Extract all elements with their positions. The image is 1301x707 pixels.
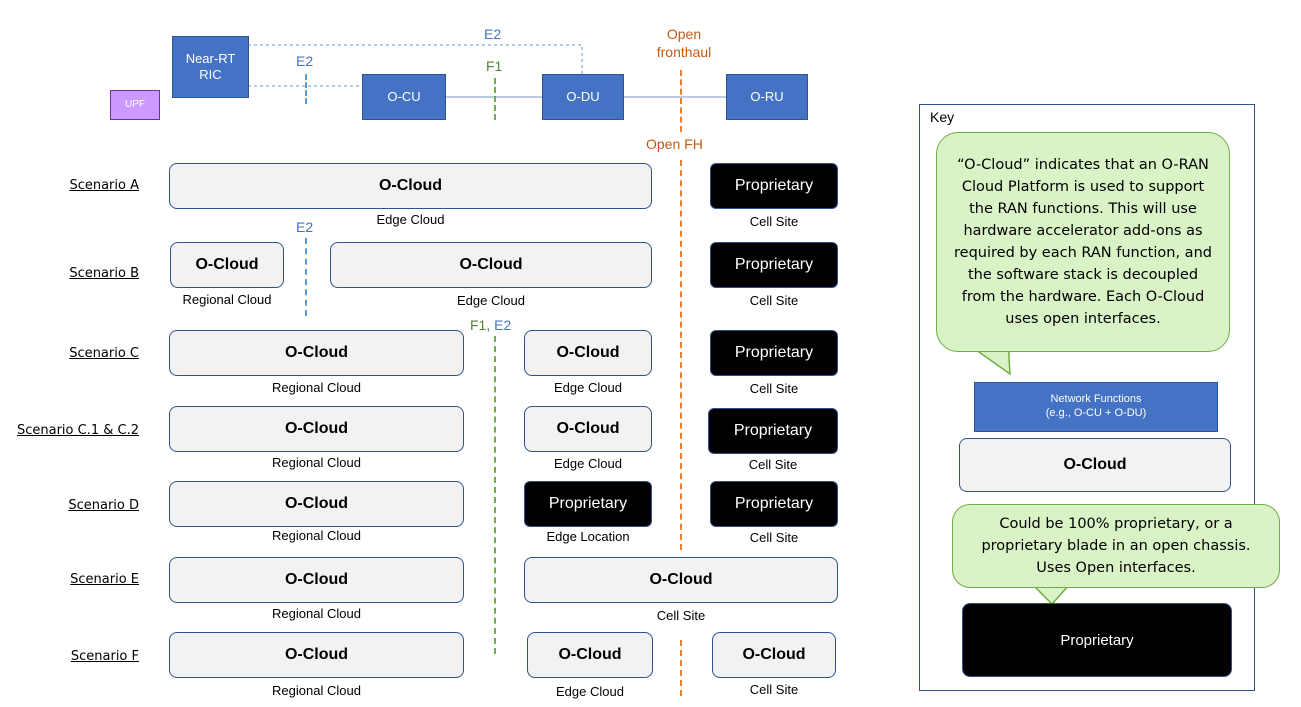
key-callout-o-cloud: “O-Cloud” indicates that an O-RAN Cloud … xyxy=(936,132,1230,352)
scenario-e-cell-site-label: Cell Site xyxy=(656,608,706,623)
o-cu-box: O-CU xyxy=(362,74,446,120)
fronthaul-top-divider xyxy=(680,70,682,132)
scenario-f-regional-o-cloud: O-Cloud xyxy=(169,632,464,678)
scenario-c-edge-cloud-label: Edge Cloud xyxy=(554,380,622,395)
scenario-c12-regional-cloud-label: Regional Cloud xyxy=(272,455,361,470)
scenario-e-regional-o-cloud: O-Cloud xyxy=(169,557,464,603)
o-du-label: O-DU xyxy=(566,88,600,104)
scenario-f-edge-o-cloud: O-Cloud xyxy=(527,632,653,678)
open-fronthaul-label: Open fronthaul xyxy=(656,26,712,60)
scenario-b-edge-cloud-label: Edge Cloud xyxy=(457,293,525,308)
scenario-f-label: Scenario F xyxy=(70,649,139,664)
f1-e2-label: F1, E2 xyxy=(470,317,512,333)
open-fh-label: Open FH xyxy=(646,136,703,152)
o-ru-label: O-RU xyxy=(750,88,784,104)
o-ru-box: O-RU xyxy=(726,74,808,120)
scenario-d-edge-location-label: Edge Location xyxy=(546,529,630,544)
scenario-c12-edge-cloud-label: Edge Cloud xyxy=(554,456,622,471)
scenario-c-regional-o-cloud: O-Cloud xyxy=(169,330,464,376)
e2-mid-divider xyxy=(305,238,307,316)
scenario-a-label: Scenario A xyxy=(69,178,139,193)
e2-left-divider xyxy=(305,74,307,104)
near-rt-ric-box: Near-RT RIC xyxy=(172,36,249,98)
key-network-functions-example: (e.g., O-CU + O-DU) xyxy=(1045,407,1147,419)
o-du-box: O-DU xyxy=(542,74,624,120)
e2-mid-label: E2 xyxy=(296,219,314,235)
scenario-c-label: Scenario C xyxy=(69,346,139,361)
scenario-d-regional-cloud-label: Regional Cloud xyxy=(272,528,361,543)
scenario-a-edge-cloud-label: Edge Cloud xyxy=(376,212,445,227)
scenario-a-cell-site-label: Cell Site xyxy=(749,214,799,229)
key-callout-o-cloud-text: “O-Cloud” indicates that an O-RAN Cloud … xyxy=(954,157,1212,327)
scenario-b-regional-cloud-label: Regional Cloud xyxy=(182,292,272,307)
scenario-c-proprietary: Proprietary xyxy=(710,330,838,376)
scenario-a-o-cloud: O-Cloud xyxy=(169,163,652,209)
key-network-functions-box: Network Functions (e.g., O-CU + O-DU) xyxy=(974,382,1218,432)
o-cu-label: O-CU xyxy=(387,88,421,104)
scenario-b-cell-site-label: Cell Site xyxy=(749,293,799,308)
scenario-d-edge-proprietary: Proprietary xyxy=(524,481,652,527)
f1-top-divider xyxy=(494,78,496,120)
near-rt-ric-label: Near-RT RIC xyxy=(185,50,236,82)
scenario-c12-edge-o-cloud: O-Cloud xyxy=(524,406,652,452)
open-fh-divider-f xyxy=(680,640,682,696)
scenario-b-label: Scenario B xyxy=(69,266,139,281)
scenario-b-regional-o-cloud: O-Cloud xyxy=(170,242,284,288)
key-network-functions-label: Network Functions xyxy=(1050,393,1142,406)
scenario-c12-cell-site-label: Cell Site xyxy=(748,457,798,472)
e2-top-label: E2 xyxy=(484,26,502,42)
scenario-c-regional-cloud-label: Regional Cloud xyxy=(272,380,361,395)
e2-left-label: E2 xyxy=(296,53,314,69)
scenario-e-label: Scenario E xyxy=(70,572,139,587)
scenario-f-cell-site-label: Cell Site xyxy=(749,682,799,697)
key-callout-proprietary: Could be 100% proprietary, or a propriet… xyxy=(952,504,1280,588)
scenario-d-cell-proprietary: Proprietary xyxy=(710,481,838,527)
scenario-d-regional-o-cloud: O-Cloud xyxy=(169,481,464,527)
scenario-e-cell-o-cloud: O-Cloud xyxy=(524,557,838,603)
scenario-c12-proprietary: Proprietary xyxy=(708,408,838,454)
key-callout-proprietary-text: Could be 100% proprietary, or a propriet… xyxy=(981,516,1251,576)
key-o-cloud-box: O-Cloud xyxy=(959,438,1231,492)
upf-label: UPF xyxy=(125,98,145,110)
scenario-d-cell-site-label: Cell Site xyxy=(749,530,799,545)
scenario-f-edge-cloud-label: Edge Cloud xyxy=(556,684,624,699)
scenario-e-regional-cloud-label: Regional Cloud xyxy=(272,606,361,621)
key-proprietary-box: Proprietary xyxy=(962,603,1232,677)
scenario-d-label: Scenario D xyxy=(68,498,139,513)
scenario-f-cell-o-cloud: O-Cloud xyxy=(712,632,836,678)
callout2-pointer xyxy=(1030,584,1072,606)
scenario-c-edge-o-cloud: O-Cloud xyxy=(524,330,652,376)
f1-top-label: F1 xyxy=(486,58,503,74)
scenario-a-proprietary: Proprietary xyxy=(710,163,838,209)
scenario-c12-regional-o-cloud: O-Cloud xyxy=(169,406,464,452)
scenario-f-regional-cloud-label: Regional Cloud xyxy=(272,683,361,698)
open-fh-divider xyxy=(680,160,682,550)
f1-e2-divider xyxy=(494,336,496,654)
scenario-c-cell-site-label: Cell Site xyxy=(749,381,799,396)
scenario-b-edge-o-cloud: O-Cloud xyxy=(330,242,652,288)
upf-box: UPF xyxy=(110,90,160,120)
scenario-b-proprietary: Proprietary xyxy=(710,242,838,288)
key-title: Key xyxy=(930,109,955,125)
scenario-c12-label: Scenario C.1 & C.2 xyxy=(16,423,139,438)
